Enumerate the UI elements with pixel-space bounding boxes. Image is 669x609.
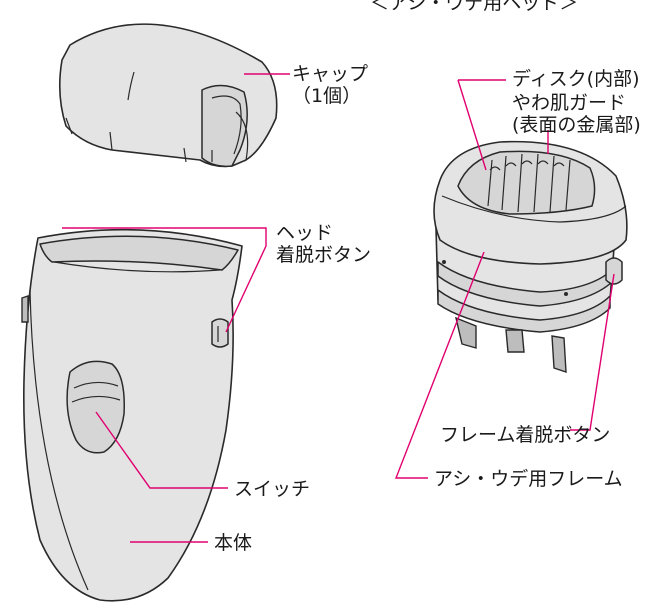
label-cap-line1: キャップ [292, 63, 369, 85]
leader-frame-release [570, 273, 615, 431]
label-head-release-line1: ヘッド [276, 222, 334, 244]
leader-head-release [62, 227, 267, 333]
label-cap: キャップ （1個） [292, 63, 368, 107]
leader-switch [95, 411, 228, 489]
label-switch: スイッチ [234, 478, 311, 500]
label-disc: ディスク(内部) [512, 68, 640, 90]
header-text: ＜アシ・ウデ用ヘッド＞ [370, 0, 579, 14]
label-head-release-line2: 着脱ボタン [276, 244, 372, 266]
leader-lines [62, 73, 615, 543]
cap-illustration [58, 23, 278, 168]
label-frame-release: フレーム着脱ボタン [440, 424, 611, 446]
label-leg-arm-frame: アシ・ウデ用フレーム [434, 468, 623, 490]
label-body: 本体 [214, 532, 253, 554]
head-illustration [433, 140, 628, 373]
label-skin-guard-line2: (表面の金属部) [512, 114, 641, 136]
label-head-release: ヘッド 着脱ボタン [276, 222, 371, 266]
main-body-illustration [21, 228, 243, 602]
leader-frame [394, 251, 485, 479]
label-skin-guard-line1: やわ肌ガード [512, 92, 627, 114]
leader-disc [457, 79, 506, 171]
label-skin-guard: やわ肌ガード (表面の金属部) [512, 92, 641, 136]
label-cap-line2: （1個） [292, 85, 362, 107]
